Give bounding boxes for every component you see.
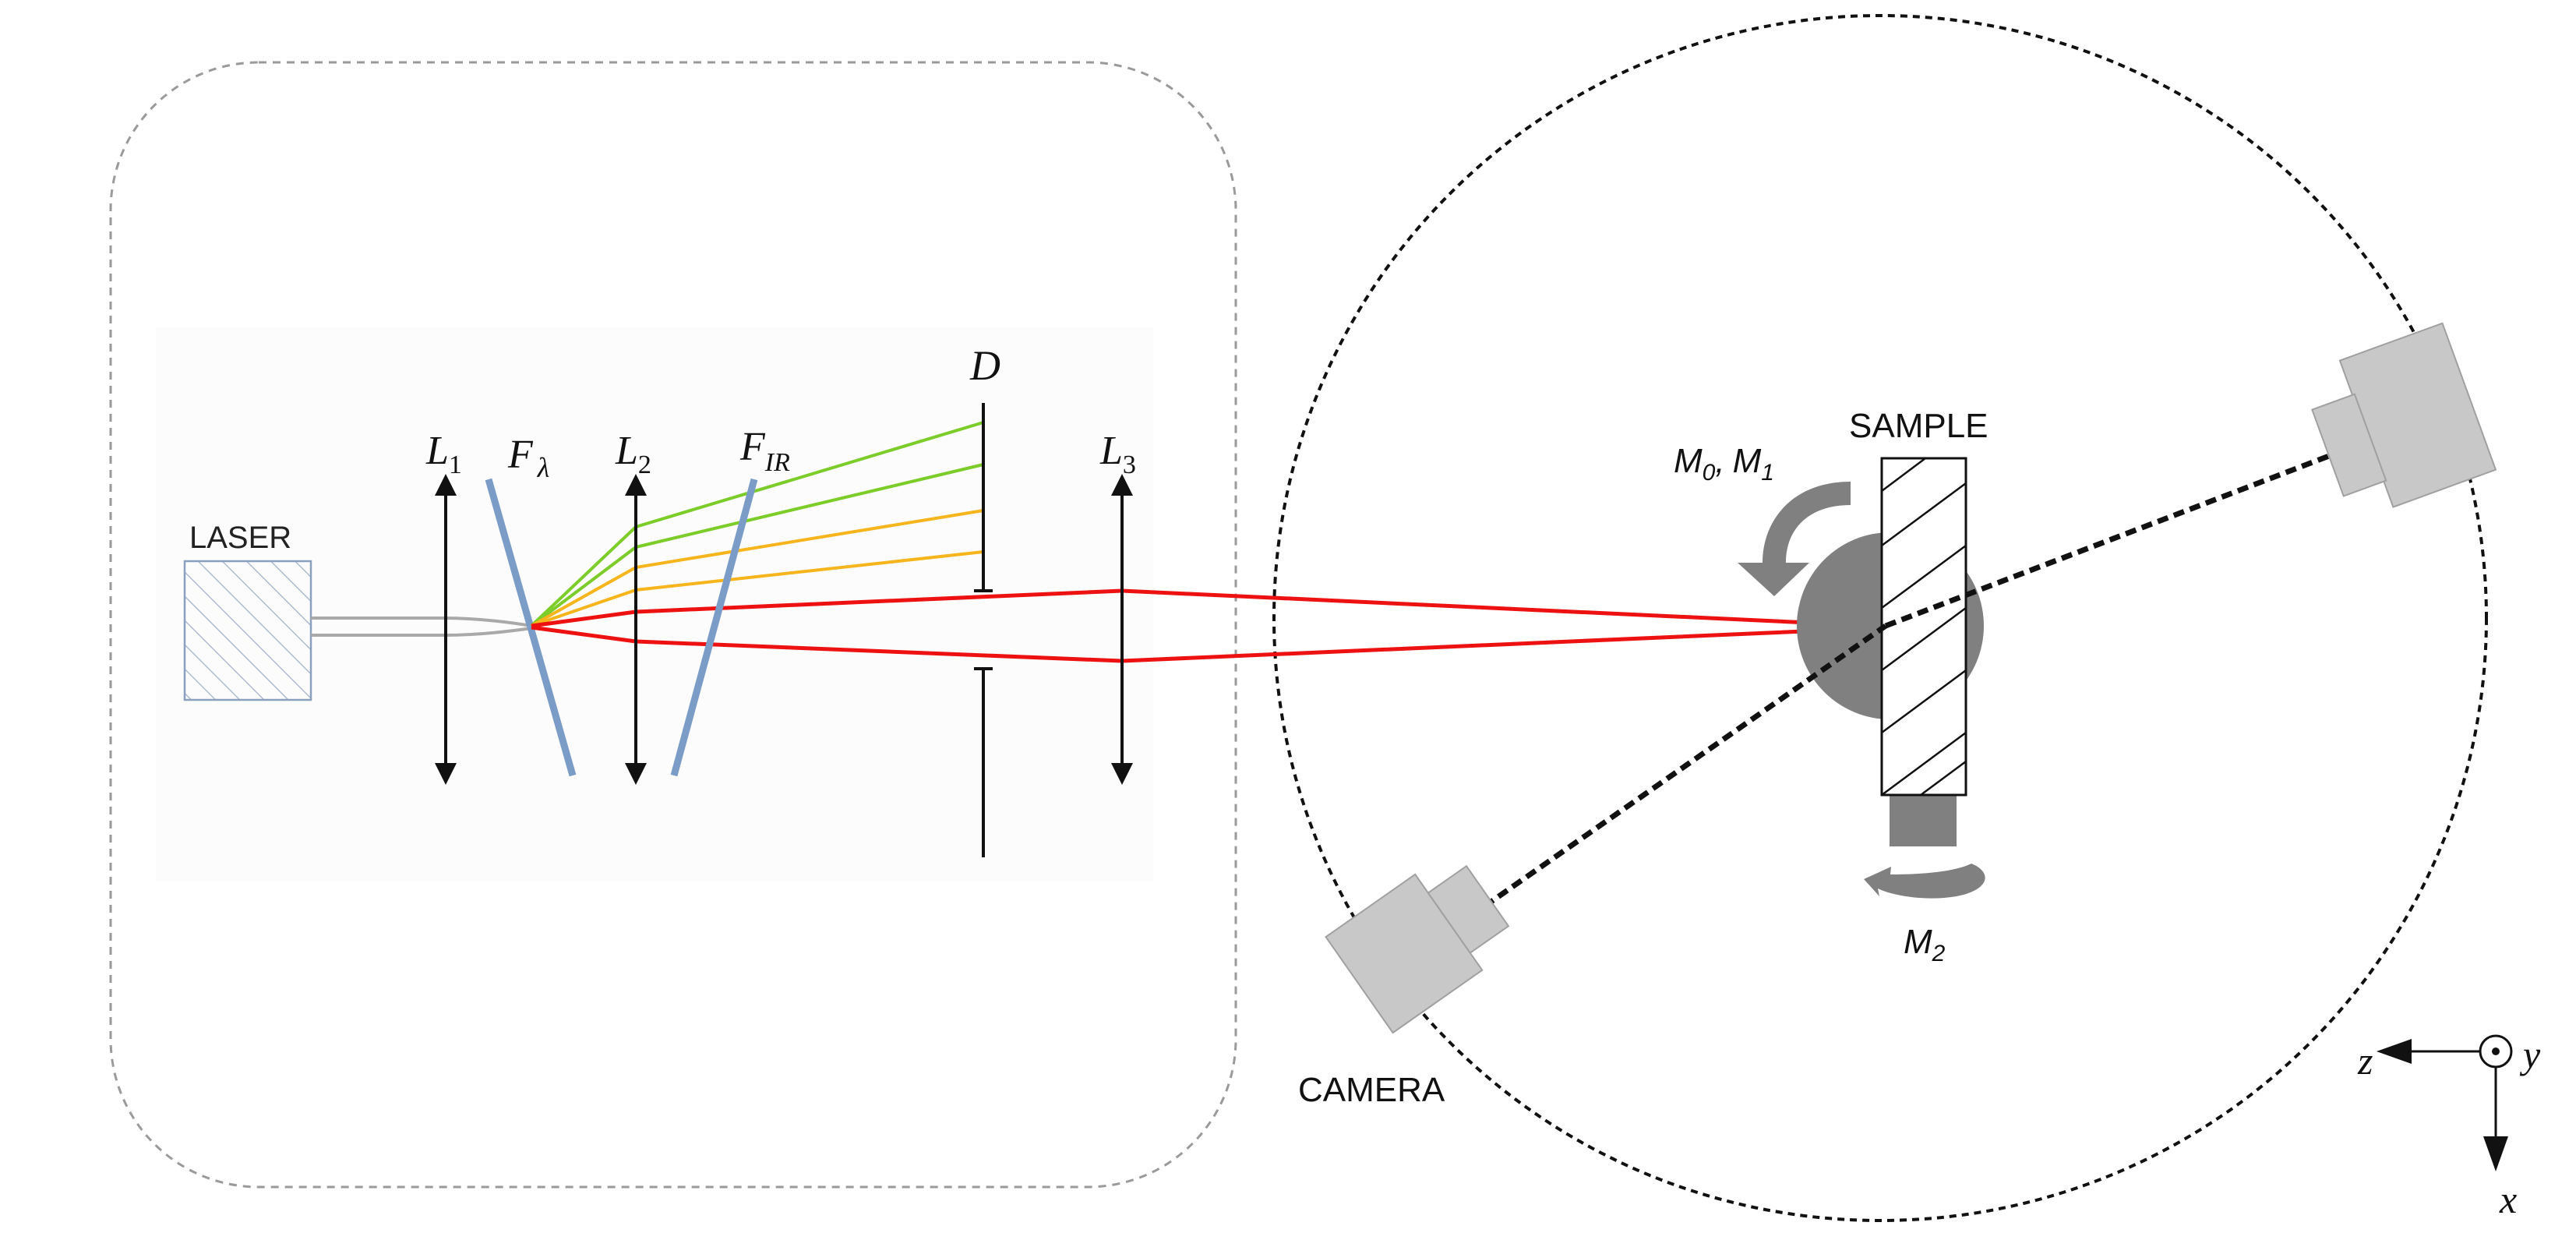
motor-m2-block: [1890, 792, 1957, 846]
laser-label: LASER: [189, 521, 291, 555]
laser-source: [183, 560, 312, 701]
sample: [1880, 457, 1967, 797]
sample-label: SAMPLE: [1849, 407, 1988, 445]
rotation-arrow-m0-m1: [1738, 482, 1851, 596]
camera-label: CAMERA: [1298, 1071, 1445, 1109]
measurement-chamber: [1272, 14, 2488, 1222]
filter-ir-label: FIR: [739, 425, 790, 477]
lens-l1-label: L1: [425, 429, 462, 479]
camera-lines-of-sight: [1482, 447, 2347, 909]
axis-y-label: y: [2519, 1033, 2541, 1076]
camera-top-right: [2311, 322, 2497, 508]
red-beam: [531, 588, 1877, 663]
camera-bottom-left: [1325, 864, 1510, 1034]
filter-ir: [670, 478, 758, 777]
axis-x-label: x: [2499, 1178, 2517, 1221]
diaphragm-label: D: [969, 342, 1000, 389]
rotation-arrow-m2: [1864, 864, 1985, 899]
axis-z-label: z: [2357, 1039, 2373, 1083]
optics-enclosure: [109, 61, 1237, 1189]
lens-l2-label: L2: [615, 429, 651, 479]
lens-l3-label: L3: [1099, 429, 1136, 479]
motor-m2-label: M2: [1904, 923, 1946, 966]
filter-lambda: [485, 478, 577, 777]
coordinate-axes: [2377, 1034, 2513, 1171]
diaphragm: [974, 403, 993, 857]
bench-background: [156, 327, 1153, 881]
motors-m0-m1-label: M0,M1: [1674, 442, 1774, 486]
